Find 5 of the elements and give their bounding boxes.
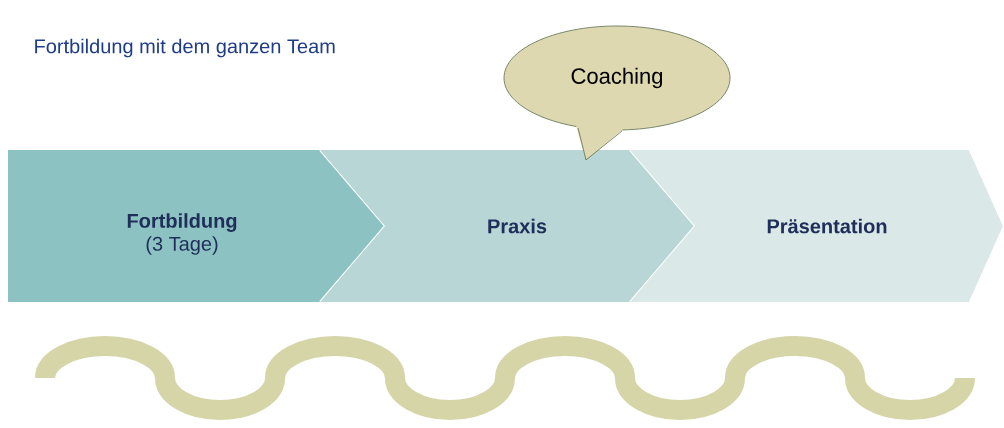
speech-bubble: Coaching <box>503 25 731 161</box>
chevron-box: Fortbildung (3 Tage) <box>8 149 387 303</box>
chevron-box: Praxis <box>320 149 697 303</box>
title: Fortbildung mit dem ganzen Team <box>35 38 335 58</box>
chevron-box: Präsentation <box>630 149 1004 303</box>
